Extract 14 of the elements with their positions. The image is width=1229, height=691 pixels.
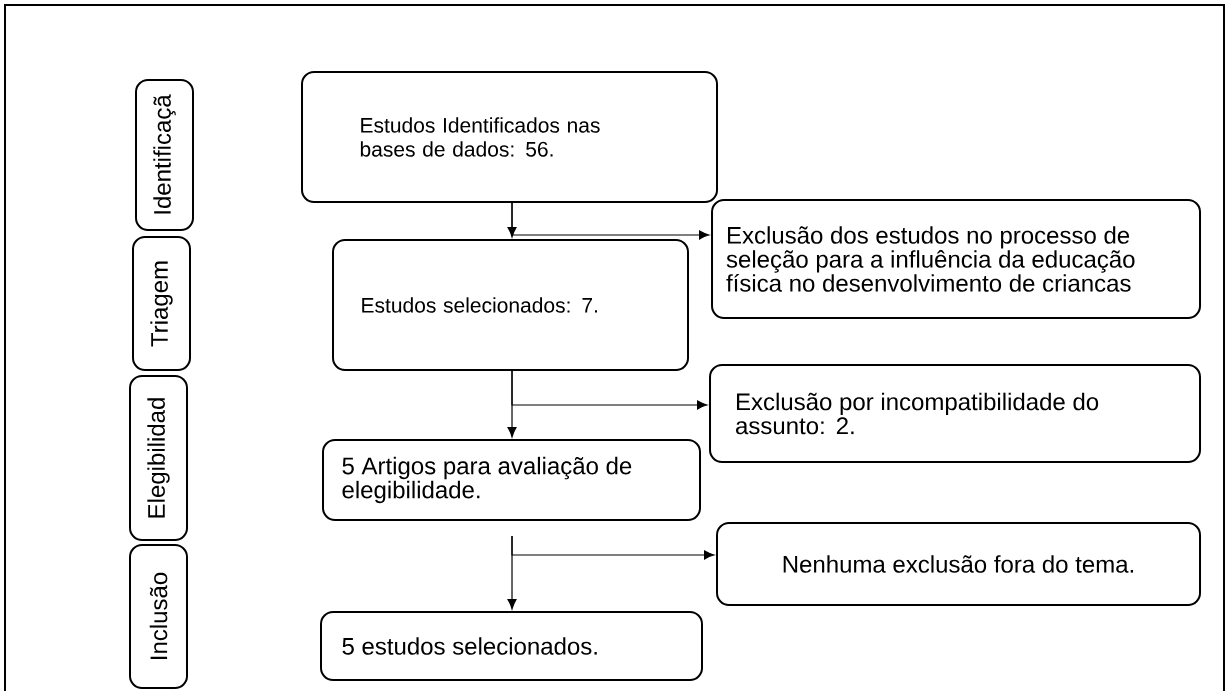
stage-box: Identificaçã (135, 79, 194, 231)
stage-box: Triagem (132, 236, 191, 371)
stage-box: Elegibilidad (129, 375, 188, 541)
stage-box: Inclusão (129, 544, 188, 689)
process-box: Estudos Identificados nas bases de dados: 56. (301, 71, 718, 203)
process-box: 5 estudos selecionados. (320, 611, 703, 681)
arrow (511, 202, 710, 240)
process-box: Exclusão dos estudos no processo de seleção para a influência da educação física no desenvolvimento de criancas (711, 199, 1201, 319)
arrow (511, 535, 715, 560)
process-box: Exclusão por incompatibilidade do assunto: 2. (709, 364, 1201, 463)
arrow (511, 370, 708, 410)
process-box: 5 Artigos para avaliação de elegibilidade. (322, 439, 701, 521)
process-box: Nenhuma exclusão fora do tema. (716, 522, 1201, 606)
process-box: Estudos selecionados: 7. (332, 239, 689, 371)
